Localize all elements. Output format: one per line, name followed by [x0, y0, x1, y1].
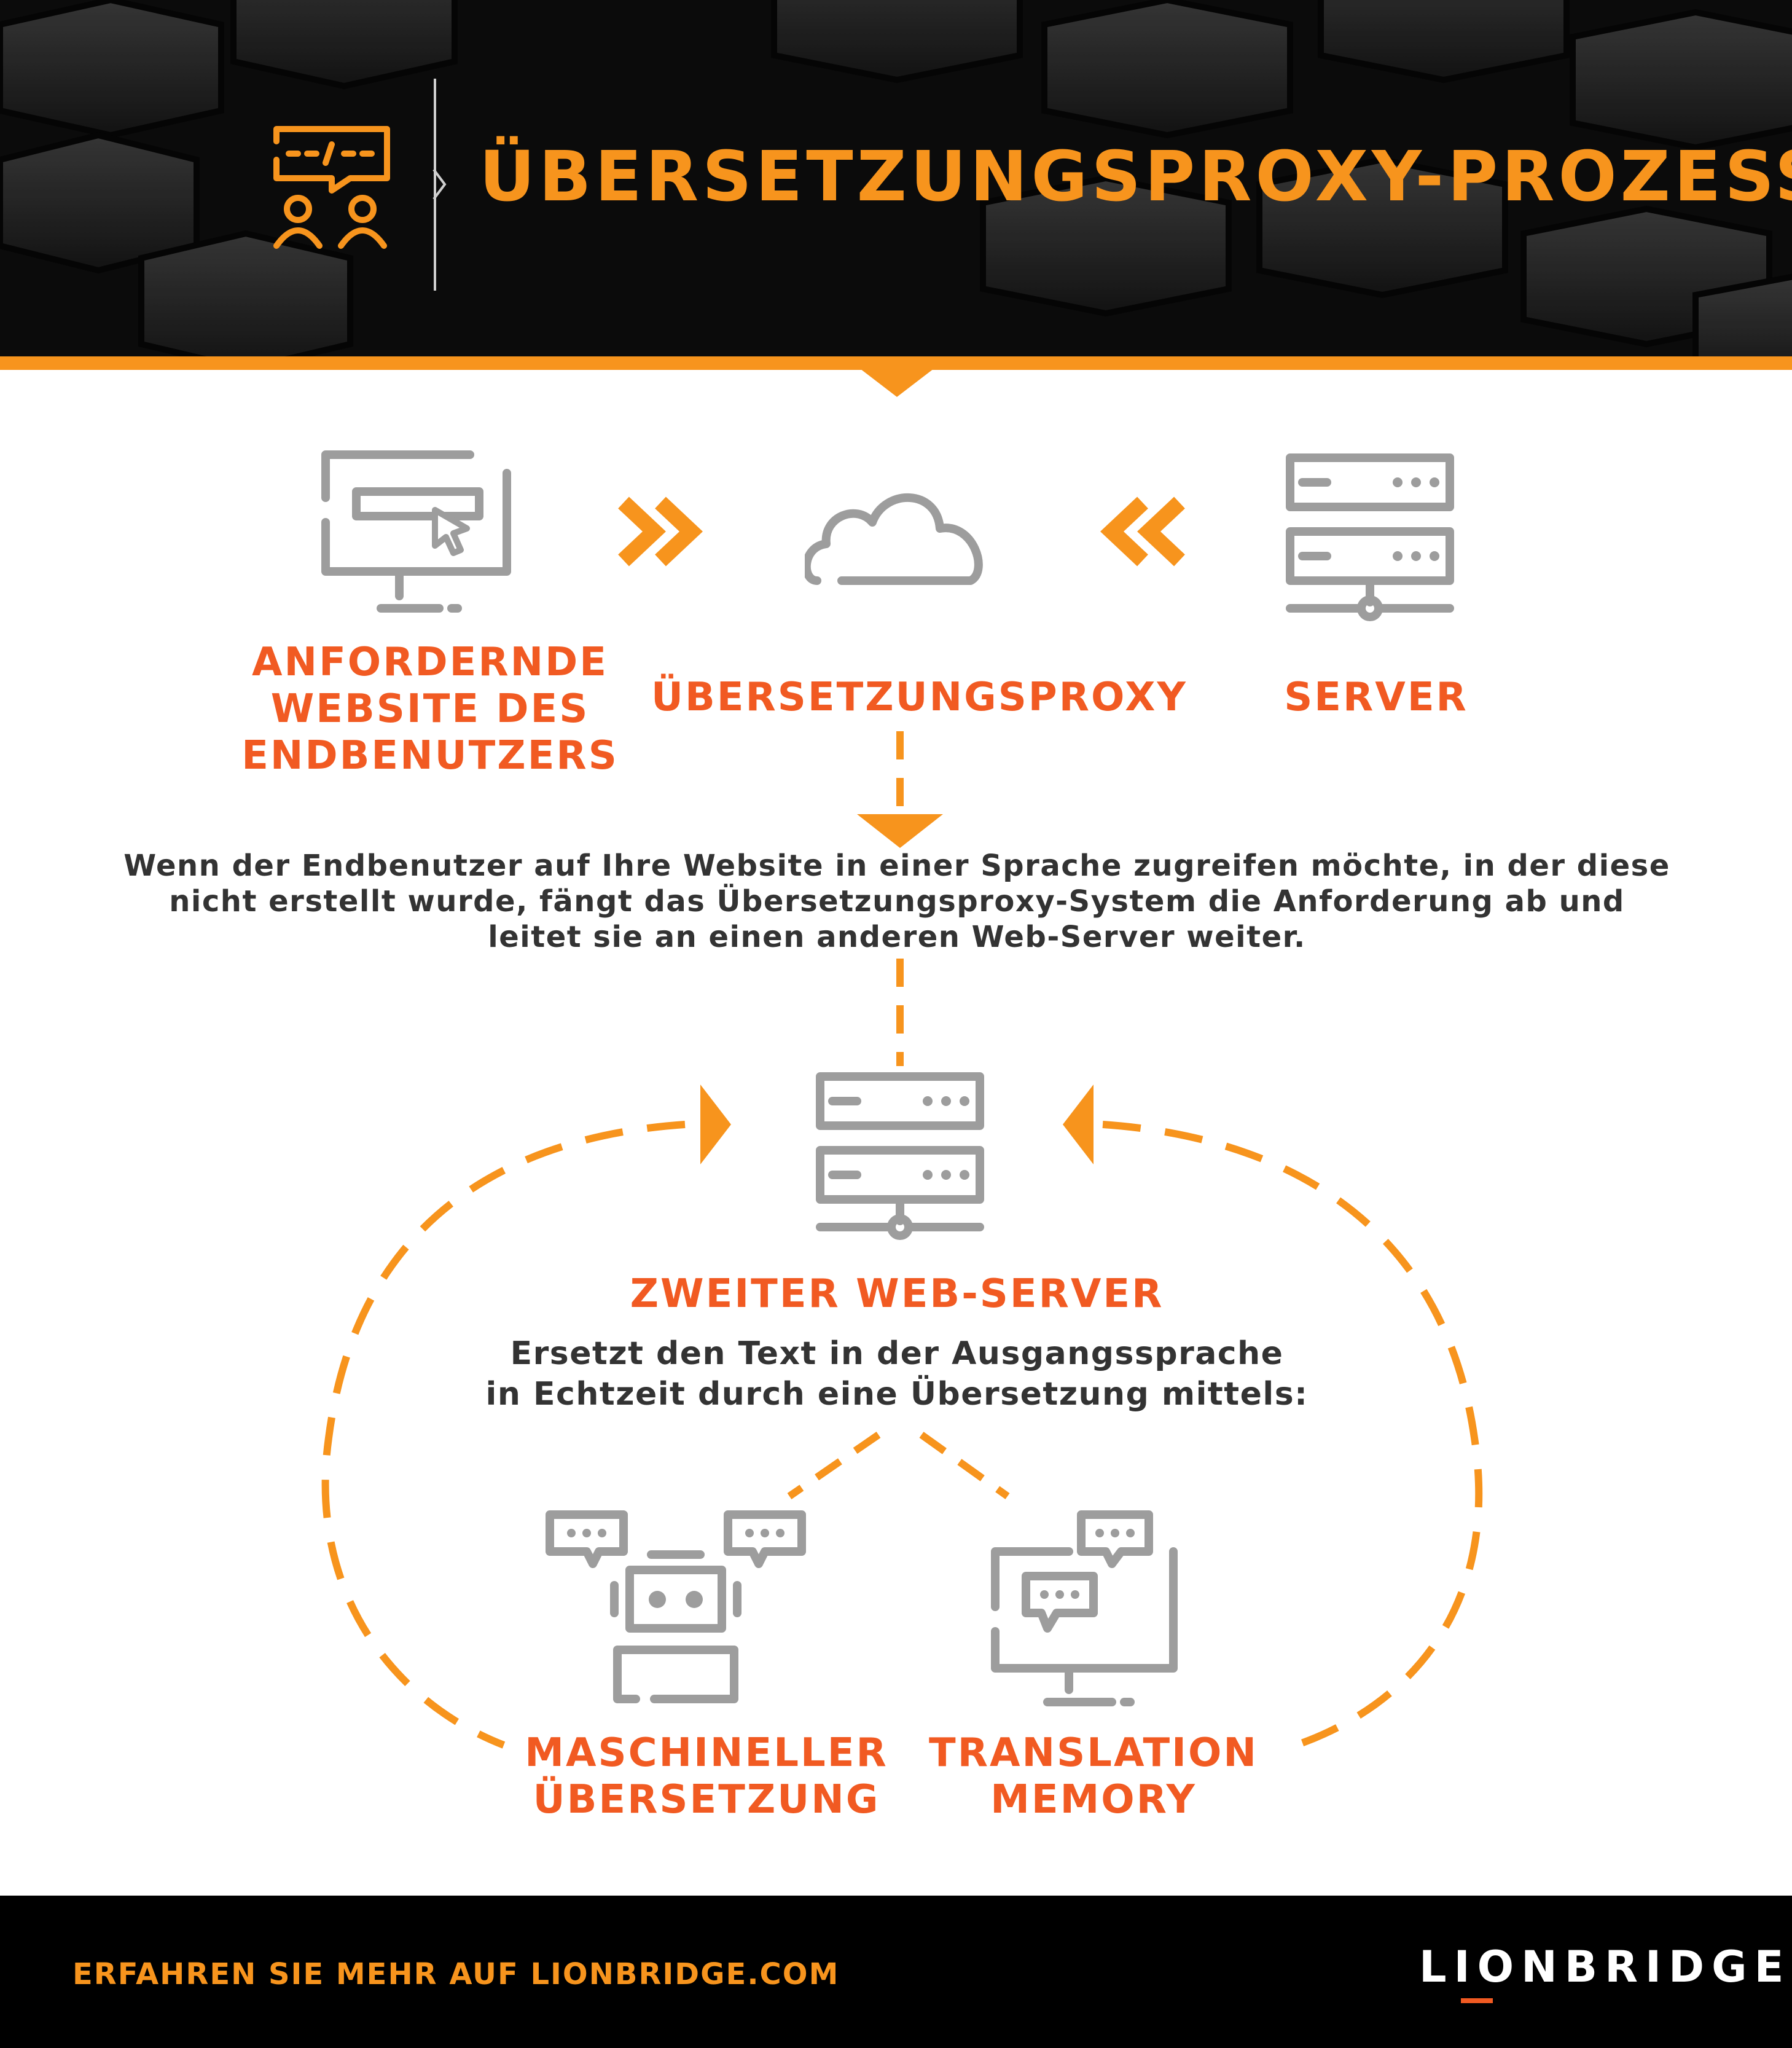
to-translation-memory-connector — [919, 1432, 1010, 1499]
server-label: SERVER — [1284, 675, 1468, 720]
cloud-icon — [805, 493, 983, 585]
robot-chat-icon — [546, 1510, 806, 1703]
footer-bar — [0, 1896, 1792, 2048]
second-server-icon — [816, 1072, 984, 1240]
machine-translation-label: MASCHINELLER ÜBERSETZUNG — [525, 1730, 888, 1822]
page-title: ÜBERSETZUNGSPROXY-PROZESS — [479, 137, 1792, 217]
footer-website-link[interactable]: ERFAHREN SIE MEHR AUF LIONBRIDGE.COM — [72, 1957, 840, 1991]
translation-chat-people-icon — [273, 126, 390, 249]
server-icon — [1286, 453, 1454, 621]
right-loop-connector — [1102, 1121, 1483, 1749]
proxy-description: Wenn der Endbenutzer auf Ihre Website in… — [123, 849, 1670, 954]
chevron-left-icon — [1137, 496, 1185, 567]
header-banner: ÜBERSETZUNGSPROXY-PROZESS — [0, 0, 1792, 356]
logo-underline — [1461, 1998, 1493, 2003]
divider-chevron — [432, 168, 447, 200]
translation-memory-label: TRANSLATION MEMORY — [929, 1730, 1258, 1822]
header-divider — [434, 79, 436, 291]
second-server-description: Ersetzt den Text in der Ausgangssprache … — [485, 1335, 1309, 1413]
to-machine-translation-connector — [787, 1432, 881, 1499]
chevron-left-icon — [1100, 496, 1148, 567]
proxy-label: ÜBERSETZUNGSPROXY — [651, 675, 1187, 720]
lionbridge-logo: LIONBRIDGE — [1419, 1942, 1791, 1992]
hexagon-background — [0, 0, 1792, 356]
monitor-cursor-icon — [321, 450, 511, 613]
down-arrowhead — [857, 814, 943, 848]
right-loop-arrowhead — [1063, 1085, 1094, 1164]
header-orange-rule — [0, 356, 1792, 370]
end-user-label: ANFORDERNDE WEBSITE DES ENDBENUTZERS — [241, 640, 619, 779]
left-loop-connector — [321, 1121, 686, 1749]
chevron-right-icon — [618, 496, 666, 567]
monitor-chat-icon — [991, 1510, 1178, 1706]
chevron-right-icon — [655, 496, 703, 567]
second-server-label: ZWEITER WEB-SERVER — [630, 1271, 1164, 1317]
header-pointer — [860, 369, 934, 397]
left-loop-arrowhead — [700, 1085, 731, 1164]
